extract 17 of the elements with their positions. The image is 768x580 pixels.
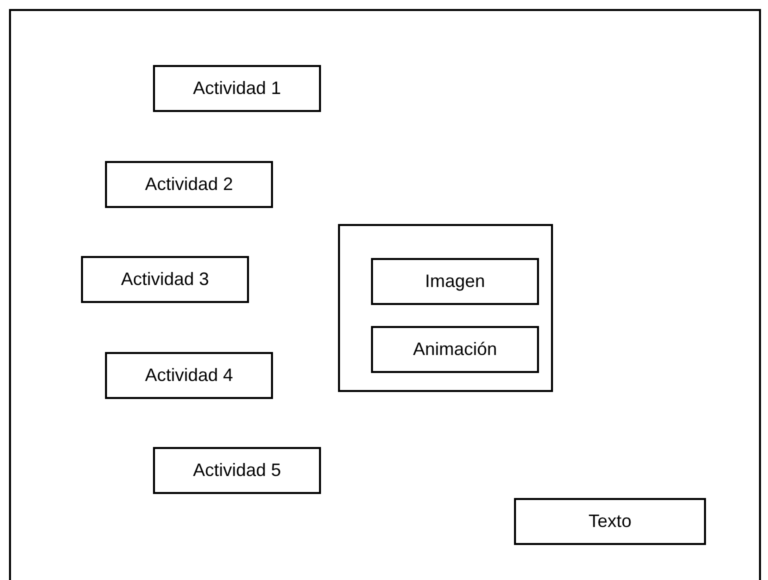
activity-box [81,256,249,303]
activity-box [371,326,539,373]
activity-box [105,161,273,208]
box-label: Actividad 1 [192,77,282,100]
box-label: Texto [588,510,632,533]
activity-box [105,352,273,399]
activity-box [153,65,321,112]
box-label: Actividad 3 [120,268,210,291]
activity-box [371,258,539,305]
box-label: Animación [412,338,498,361]
activity-box [153,447,321,494]
box-label: Actividad 2 [144,173,234,196]
box-label: Actividad 4 [144,364,234,387]
activity-box [514,498,706,545]
container-box [338,224,553,392]
box-label: Imagen [424,270,486,293]
box-label: Actividad 5 [192,459,282,482]
